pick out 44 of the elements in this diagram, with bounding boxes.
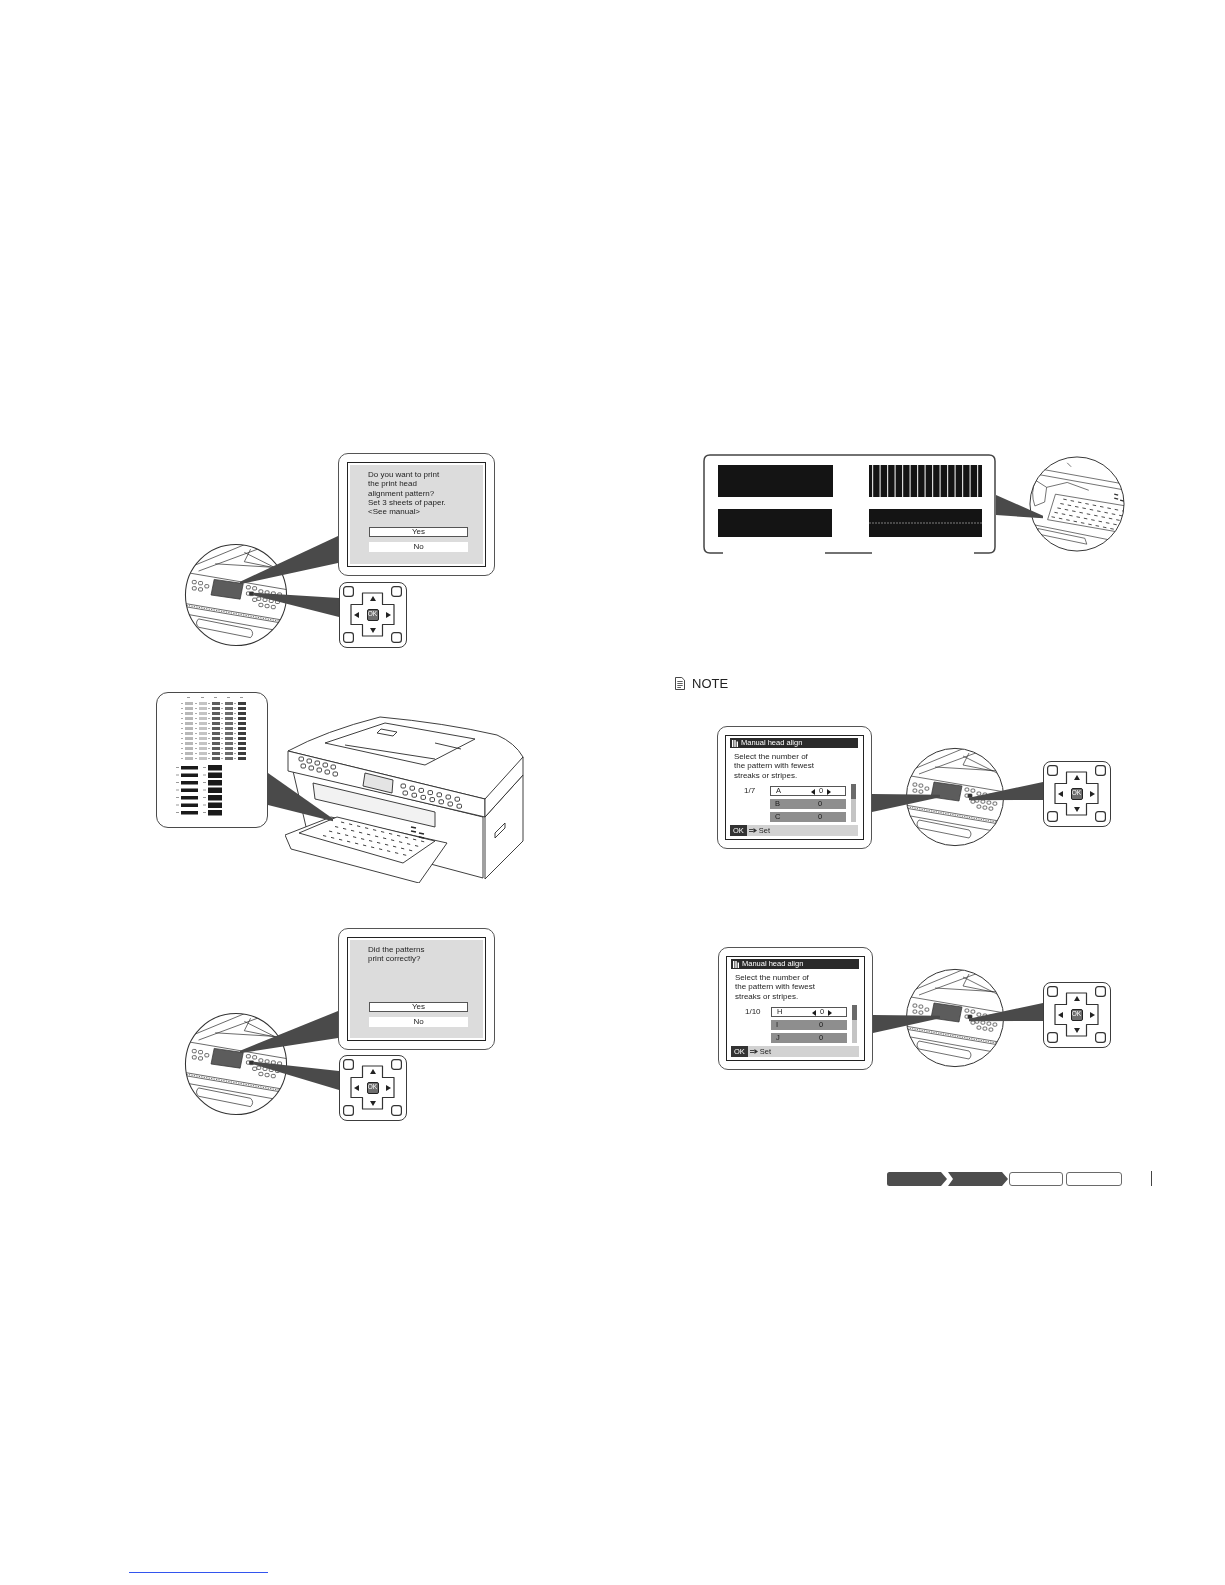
setting-row xyxy=(771,1007,847,1017)
callout-wedge xyxy=(253,1061,339,1090)
menu-option: Yes xyxy=(369,527,468,537)
lcd-screen xyxy=(338,928,495,1050)
control-pad xyxy=(339,1055,407,1121)
menu-option: Yes xyxy=(369,1002,468,1012)
page-counter: 1/7 xyxy=(744,786,756,796)
menu-option: No xyxy=(369,542,468,552)
screen-footer-bar xyxy=(730,825,858,836)
control-panel-closeup-drawing xyxy=(905,968,1005,1068)
lcd-screen xyxy=(718,947,873,1070)
control-pad xyxy=(339,582,407,648)
callout-wedge xyxy=(873,1015,940,1033)
setting-row xyxy=(770,786,846,796)
prompt-text: Did the patterns print correctly? xyxy=(368,945,426,964)
instruction-text: Select the number of the pattern with fewest streaks or stripes. xyxy=(735,973,817,1002)
paper-output-closeup-drawing xyxy=(1028,455,1126,553)
control-panel-closeup-drawing xyxy=(184,1012,288,1116)
callout-wedge xyxy=(240,1011,338,1054)
page-counter: 1/10 xyxy=(745,1007,761,1017)
setting-row xyxy=(770,799,846,809)
control-pad xyxy=(1043,982,1111,1048)
prompt-text: Do you want to print the print head alignment pattern? Set 3 sheets of paper. <See manual> xyxy=(368,470,447,517)
setting-row xyxy=(770,812,846,822)
callout-wedge xyxy=(240,536,338,585)
lcd-screen xyxy=(717,726,872,849)
setting-row xyxy=(771,1020,847,1030)
control-panel-closeup-drawing xyxy=(184,543,288,647)
callout-wedge xyxy=(253,592,339,617)
instruction-text: Select the number of the pattern with fewest streaks or stripes. xyxy=(734,752,816,781)
alignment-printout-drawing xyxy=(156,692,268,828)
control-pad xyxy=(1043,761,1111,827)
test-pattern-drawing xyxy=(703,454,996,554)
lcd-screen xyxy=(338,453,495,576)
callout-wedge xyxy=(872,794,940,812)
note-heading: NOTE xyxy=(692,676,729,691)
callout-wedge xyxy=(996,495,1043,519)
callout-wedge xyxy=(268,773,333,822)
callout-wedge xyxy=(969,782,1043,801)
screen-footer-bar xyxy=(731,1046,859,1057)
setting-row xyxy=(771,1033,847,1043)
callout-wedge xyxy=(969,1003,1043,1022)
control-panel-closeup-drawing xyxy=(905,747,1005,847)
menu-option: No xyxy=(369,1017,468,1027)
